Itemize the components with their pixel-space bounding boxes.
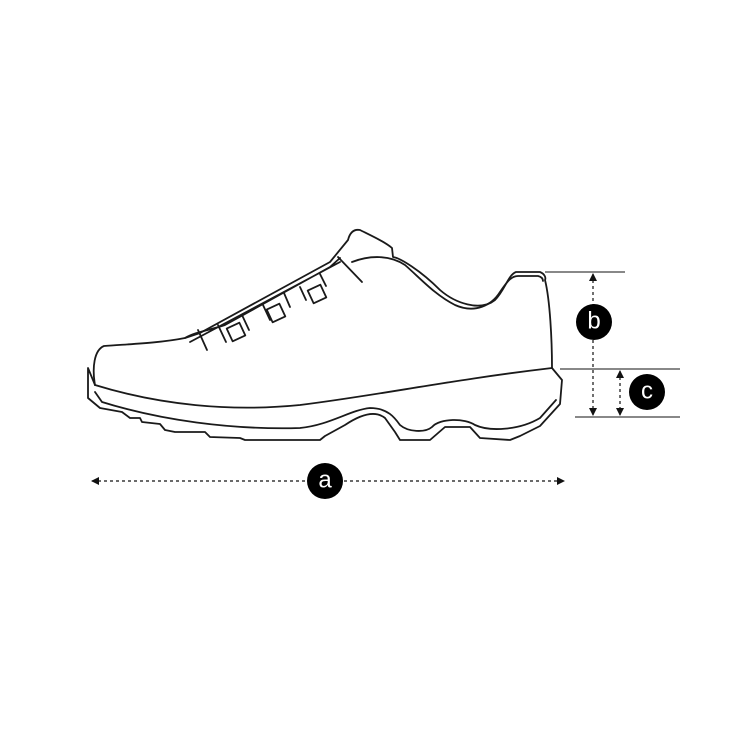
label-b: b [576, 304, 612, 340]
label-b-text: b [587, 308, 600, 335]
outsole [87, 367, 563, 441]
label-c: c [629, 374, 665, 410]
label-a: a [307, 463, 343, 499]
midsole-line [94, 367, 553, 409]
outsole-inner [94, 391, 557, 432]
lace-eyelets [197, 256, 363, 351]
shoe-upper [92, 228, 553, 386]
label-a-text: a [318, 467, 332, 494]
shoe-collar [351, 256, 544, 310]
label-c-text: c [641, 378, 653, 405]
laces [184, 257, 341, 343]
